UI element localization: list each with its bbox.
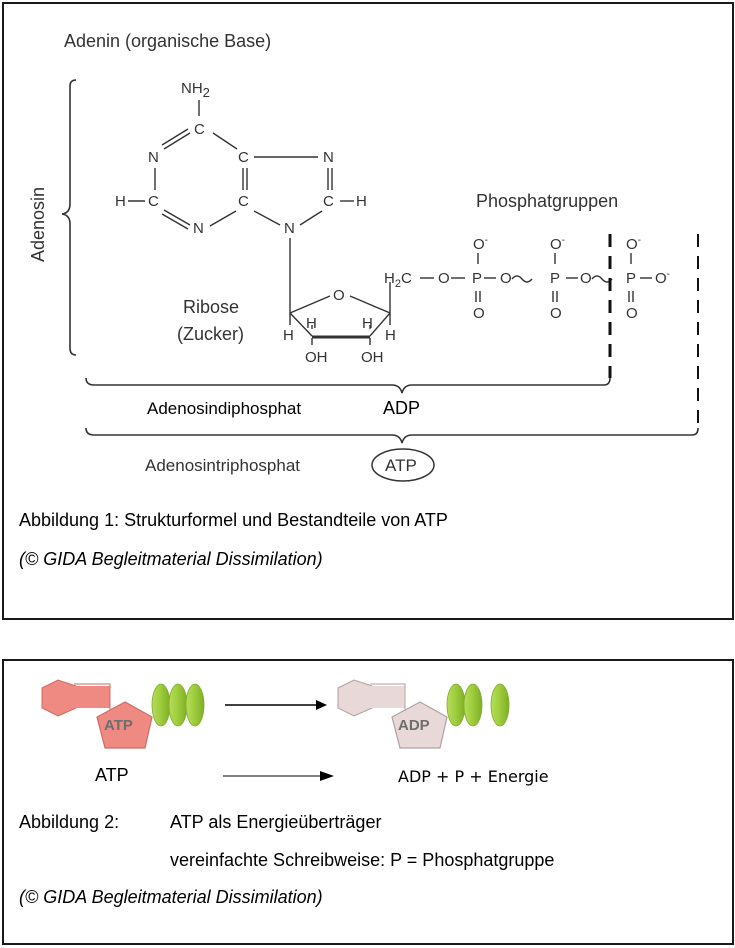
phosphate-o-bridge1: O	[438, 270, 450, 287]
phosphate-p-gamma: P	[626, 270, 636, 287]
atom-c5: C	[238, 149, 249, 166]
phosphate-icon	[490, 683, 510, 727]
atom-c2: C	[148, 193, 159, 210]
reaction-left: ATP	[95, 765, 129, 785]
adenin-title: Adenin (organische Base)	[64, 31, 271, 51]
zucker-label: (Zucker)	[177, 324, 244, 344]
ribose-h2: H	[306, 315, 317, 332]
h2c-group: H2C	[384, 270, 412, 290]
phosphate-icon	[185, 683, 205, 727]
phosphate-o-minus-1: O-	[473, 235, 488, 253]
phosphate-p-beta: P	[550, 270, 560, 287]
adenosintriphosphat-label: Adenosintriphosphat	[145, 456, 300, 475]
adenosindiphosphat-label: Adenosindiphosphat	[147, 399, 301, 418]
phosphate-o-bridge3: O	[580, 270, 592, 287]
phosphate-icon	[168, 683, 188, 727]
adp-icon-label: ADP	[398, 717, 430, 734]
phosphate-o-bridge2: O	[500, 270, 512, 287]
figure-1-source: (© GIDA Begleitmaterial Dissimilation)	[19, 549, 323, 569]
ribose-ring	[289, 282, 391, 345]
atom-n1: N	[148, 149, 159, 166]
atom-n3: N	[193, 220, 204, 237]
atp-molecule-icon: ATP	[41, 679, 205, 749]
atom-c4: C	[238, 193, 249, 210]
atom-c8: C	[323, 193, 334, 210]
phosphate-icon	[151, 683, 171, 727]
atom-h8: H	[356, 193, 367, 210]
adenosin-label: Adenosin	[28, 187, 48, 262]
atom-c1: C	[194, 121, 205, 138]
ribose-label: Ribose	[183, 297, 239, 317]
figure-1-box	[2, 2, 734, 620]
ribose-o: O	[333, 287, 345, 304]
atp-brace	[85, 427, 699, 444]
phosphate-o-minus-3: O-	[626, 235, 641, 253]
phosphate-icon	[463, 683, 483, 727]
atom-nh2: NH2	[181, 80, 210, 100]
atp-ellipse	[371, 448, 435, 482]
phosphate-p-alpha: P	[472, 270, 482, 287]
adenosin-brace	[61, 79, 77, 356]
atom-h2: H	[115, 193, 126, 210]
phosphate-o-double-2: O	[550, 305, 562, 322]
reaction-arrow-icon	[225, 700, 327, 710]
figure-2-caption-line2: vereinfachte Schreibweise: P = Phosphatg…	[170, 850, 555, 870]
phosphate-icon	[446, 683, 466, 727]
reaction-arrow-icon	[223, 771, 334, 781]
adp-label: ADP	[383, 398, 420, 418]
atp-circled-label: ATP	[385, 456, 417, 475]
ribose-h3: H	[362, 315, 373, 332]
adenine-bonds	[128, 128, 354, 313]
atom-n9: N	[284, 220, 295, 237]
ribose-oh2: OH	[305, 349, 328, 366]
figure-2-caption-number: Abbildung 2:	[19, 812, 120, 832]
atp-adp-icons: ATP ADP	[41, 679, 510, 781]
phosphatgruppen-label: Phosphatgruppen	[476, 191, 618, 211]
atp-structural-formula: Adenin (organische Base) Adenosin NH2 C …	[28, 31, 699, 482]
figure-1-caption: Abbildung 1: Strukturformel und Bestandt…	[19, 510, 448, 530]
phosphate-bonds	[420, 253, 652, 302]
atom-n7: N	[323, 149, 334, 166]
phosphate-o-minus-4: O-	[655, 269, 670, 287]
ribose-oh3: OH	[361, 349, 384, 366]
phosphate-o-minus-2: O-	[550, 235, 565, 253]
ribose-h1: H	[283, 327, 294, 344]
adp-molecule-icon: ADP	[337, 679, 510, 749]
ribose-h4: H	[385, 327, 396, 344]
adp-brace	[85, 377, 611, 394]
figure-2-source: (© GIDA Begleitmaterial Dissimilation)	[19, 887, 323, 907]
figure-2-caption-line1: ATP als Energieüberträger	[170, 812, 382, 832]
phosphate-o-double-3: O	[626, 305, 638, 322]
phosphate-o-double-1: O	[473, 305, 485, 322]
atp-icon-label: ATP	[104, 717, 133, 734]
reaction-right: ADP + P + Energie	[398, 767, 549, 786]
